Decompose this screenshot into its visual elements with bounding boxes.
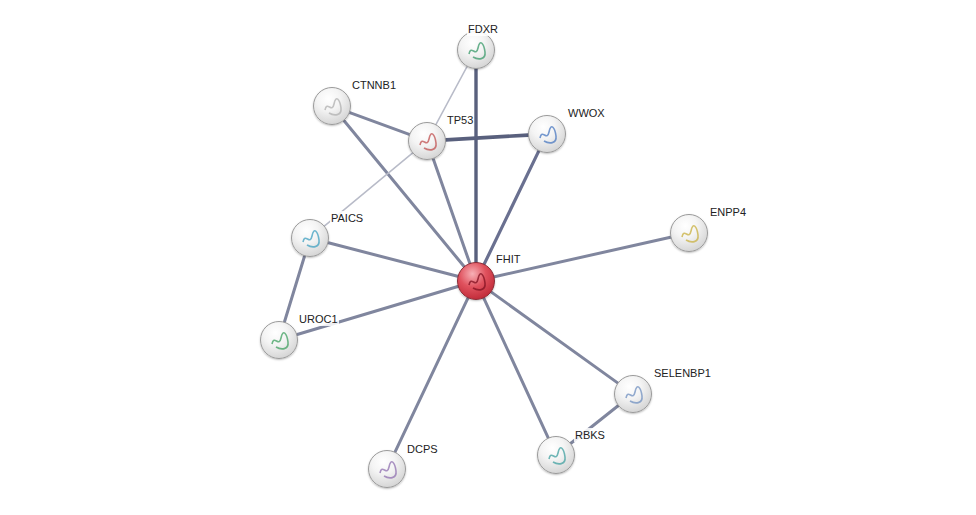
structure-icon: [409, 123, 447, 161]
node-label: SELENBP1: [653, 366, 712, 380]
interaction-edge: [484, 298, 548, 437]
structure-icon: [292, 220, 330, 258]
structure-icon: [458, 263, 496, 301]
structure-ribbon: [626, 387, 642, 403]
structure-icon: [615, 376, 653, 414]
protein-node: FHIT: [457, 262, 495, 300]
node-label: FDXR: [467, 22, 499, 36]
protein-node: SELENBP1: [614, 375, 652, 413]
node-label: PAICS: [330, 211, 364, 225]
protein-node: FDXR: [457, 31, 495, 69]
structure-icon: [314, 88, 352, 126]
interaction-edge: [491, 292, 617, 383]
interaction-edge: [571, 406, 618, 443]
protein-node: RBKS: [537, 436, 575, 474]
interaction-edge: [446, 135, 528, 140]
interaction-edge: [474, 69, 477, 262]
structure-icon: [261, 322, 299, 360]
protein-node: PAICS: [291, 219, 329, 257]
node-label: TP53: [446, 113, 474, 127]
protein-node: DCPS: [368, 450, 406, 488]
structure-icon: [538, 437, 576, 475]
protein-node: TP53: [408, 122, 446, 160]
structure-ribbon: [540, 127, 556, 143]
node-label: CTNNB1: [351, 78, 397, 92]
structure-ribbon: [325, 99, 341, 115]
node-label: FHIT: [495, 252, 521, 266]
structure-ribbon: [303, 231, 319, 247]
protein-node: UROC1: [260, 321, 298, 359]
structure-icon: [671, 215, 709, 253]
interaction-edge: [350, 113, 409, 135]
interaction-edge: [325, 153, 413, 226]
interaction-edge: [395, 298, 468, 452]
structure-icon: [529, 116, 567, 154]
node-label: WWOX: [567, 106, 606, 120]
structure-icon: [369, 451, 407, 489]
node-label: UROC1: [298, 312, 339, 326]
structure-ribbon: [272, 333, 288, 349]
structure-ribbon: [380, 462, 396, 478]
protein-node: ENPP4: [670, 214, 708, 252]
node-label: DCPS: [406, 442, 439, 456]
structure-ribbon: [469, 274, 485, 290]
interaction-edge: [484, 151, 538, 264]
node-label: ENPP4: [709, 205, 747, 219]
interaction-edge: [297, 287, 458, 335]
structure-icon: [458, 32, 496, 70]
interaction-edge: [433, 159, 469, 263]
structure-ribbon: [549, 448, 565, 464]
node-label: RBKS: [574, 428, 606, 442]
structure-ribbon: [420, 134, 436, 150]
structure-ribbon: [469, 43, 485, 59]
protein-node: CTNNB1: [313, 87, 351, 125]
protein-node: WWOX: [528, 115, 566, 153]
interaction-edge: [495, 237, 671, 277]
structure-ribbon: [682, 226, 698, 242]
interaction-edge: [328, 243, 457, 276]
